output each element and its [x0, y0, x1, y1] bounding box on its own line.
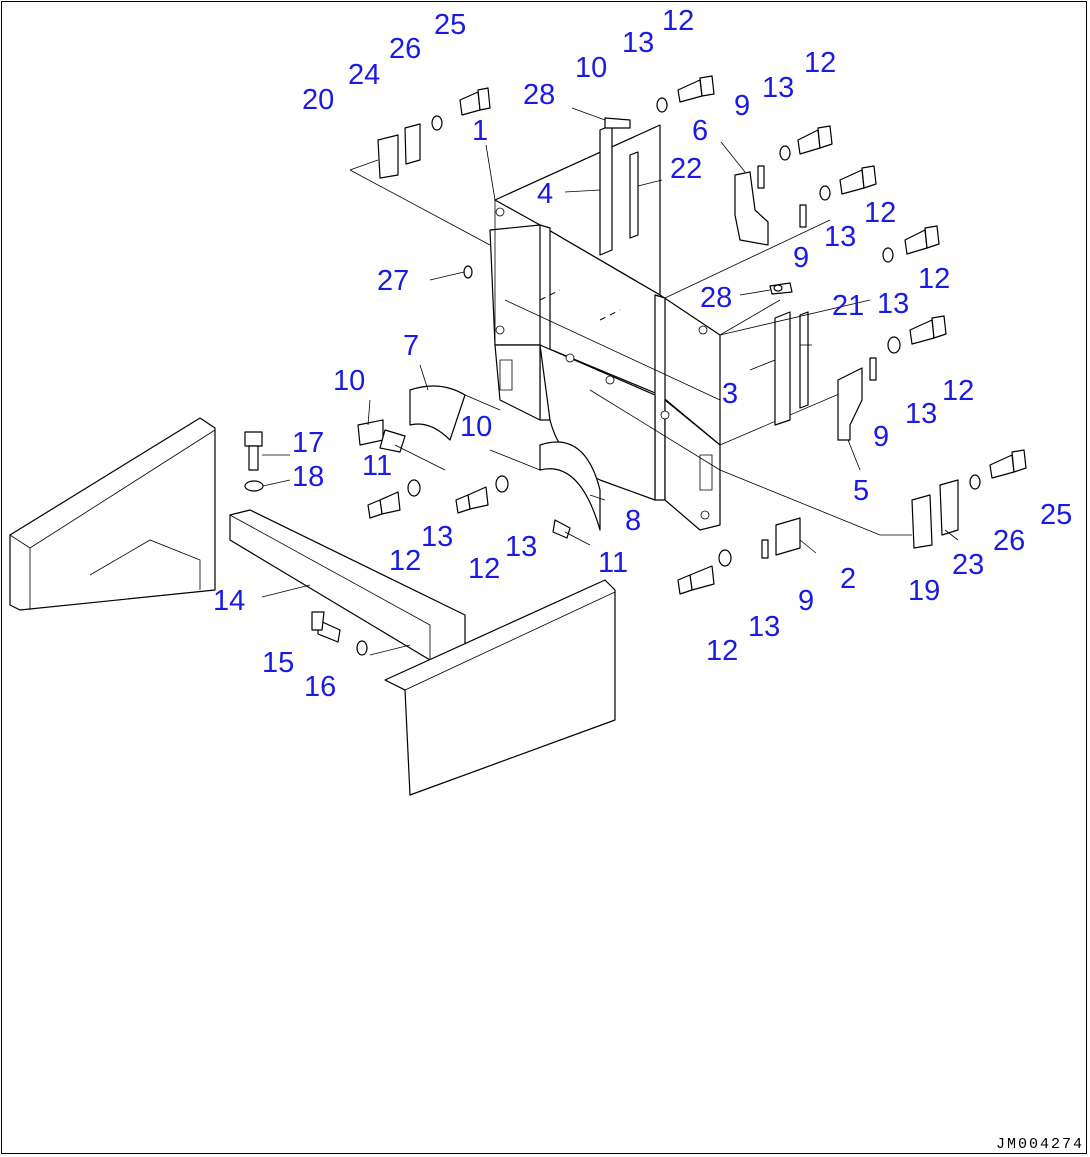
callout-24: 24: [348, 59, 380, 91]
plate-part-5: [837, 367, 863, 441]
callout-12h: 12: [706, 635, 738, 667]
lower-frame-structure: [384, 579, 616, 796]
callout-9c: 9: [873, 421, 889, 453]
callout-13e: 13: [905, 398, 937, 430]
leader-lines: [261, 107, 959, 656]
callout-23: 23: [952, 549, 984, 581]
callout-14: 14: [213, 585, 245, 617]
callout-19: 19: [908, 575, 940, 607]
callout-4: 4: [537, 178, 553, 210]
plate-part-3-21: [769, 282, 809, 426]
brackets-part-19-23: [911, 479, 959, 549]
bracket-part-6: [734, 171, 769, 246]
brackets-part-20-24: [377, 123, 421, 179]
callout-10c: 10: [460, 411, 492, 443]
callout-10b: 10: [333, 365, 365, 397]
callout-2: 2: [840, 563, 856, 595]
left-frame-structure: [9, 417, 216, 611]
callout-12a: 12: [662, 5, 694, 37]
callout-7: 7: [403, 330, 419, 362]
callout-22: 22: [670, 153, 702, 185]
callout-1: 1: [472, 115, 488, 147]
callout-21: 21: [832, 290, 864, 322]
callout-11b: 11: [598, 547, 628, 579]
shims-part-9: [757, 165, 877, 559]
callout-13b: 13: [762, 72, 794, 104]
callout-6: 6: [692, 115, 708, 147]
callout-12c: 12: [864, 197, 896, 229]
callout-13f: 13: [421, 521, 453, 553]
callout-9a: 9: [734, 90, 750, 122]
bracket-part-2: [775, 517, 801, 556]
callout-12g: 12: [468, 553, 500, 585]
callout-13a: 13: [622, 27, 654, 59]
callout-12f: 12: [389, 545, 421, 577]
callout-12b: 12: [804, 47, 836, 79]
main-frame-part-1: [489, 124, 861, 531]
washers: [244, 97, 981, 656]
drawing-code: JM004274: [995, 1136, 1084, 1153]
callout-13d: 13: [877, 288, 909, 320]
callout-26b: 26: [993, 525, 1025, 557]
callout-8: 8: [625, 505, 641, 537]
callout-25a: 25: [434, 9, 466, 41]
callout-28b: 28: [700, 282, 732, 314]
callout-28a: 28: [523, 79, 555, 111]
callout-15: 15: [262, 647, 294, 679]
callout-9b: 9: [793, 242, 809, 274]
callout-26a: 26: [389, 33, 421, 65]
callout-13h: 13: [748, 611, 780, 643]
fender-part-8: [539, 441, 601, 531]
callout-12d: 12: [918, 263, 950, 295]
plate-part-4-22: [599, 117, 639, 256]
callout-13c: 13: [824, 221, 856, 253]
callout-3: 3: [722, 378, 738, 410]
callout-17: 17: [292, 427, 324, 459]
callout-10a: 10: [575, 52, 607, 84]
callout-25b: 25: [1040, 499, 1072, 531]
callout-9d: 9: [798, 585, 814, 617]
callout-11a: 11: [362, 450, 392, 482]
callout-5: 5: [853, 475, 869, 507]
fender-part-7: [409, 385, 466, 441]
callout-18: 18: [292, 461, 324, 493]
callout-labels: 1 2 3 4 5 6 7 8 9 9 9 9 10 10 10 11 11 1…: [213, 5, 1072, 703]
callout-20: 20: [302, 84, 334, 116]
callout-16: 16: [304, 671, 336, 703]
callout-12e: 12: [942, 375, 974, 407]
callout-27: 27: [377, 265, 409, 297]
bolts: [244, 75, 1027, 643]
callout-13g: 13: [505, 531, 537, 563]
